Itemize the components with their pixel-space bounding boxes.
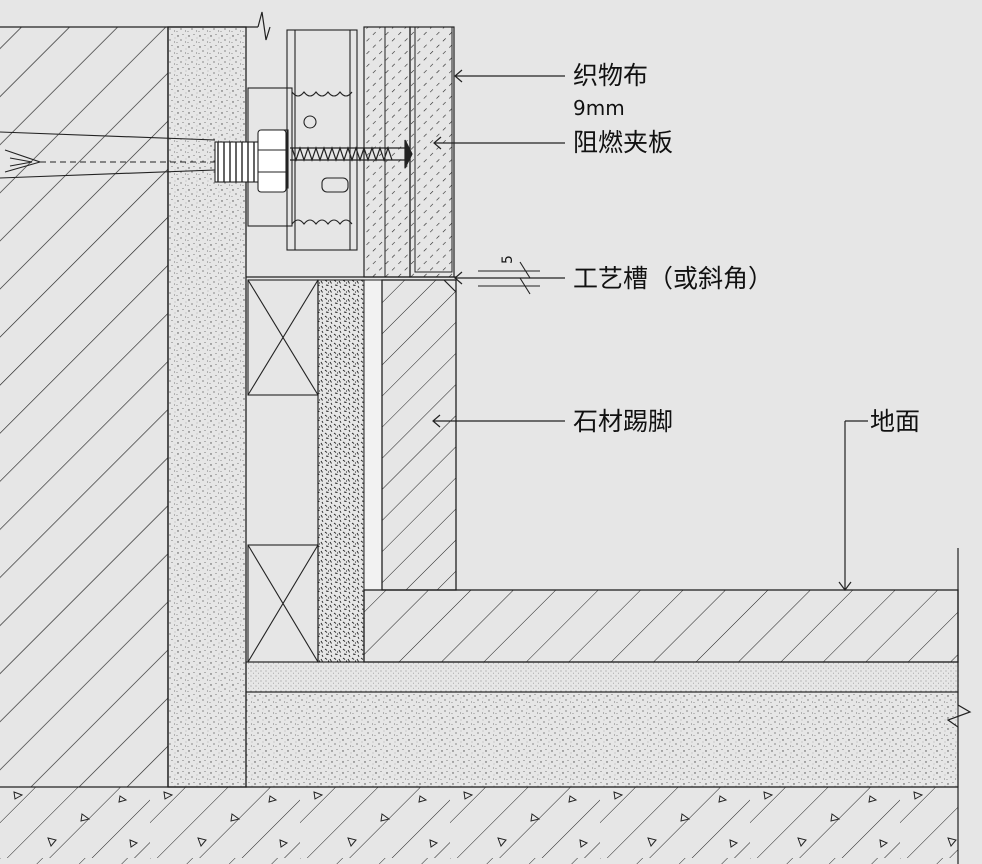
screed-layer (245, 661, 959, 693)
label-fabric: 织物布 (573, 61, 648, 90)
stone-skirting (381, 279, 457, 591)
groove-dimension (478, 261, 540, 295)
leader-lines (432, 69, 868, 591)
structural-slab (0, 787, 958, 864)
label-floor: 地面 (870, 407, 920, 436)
label-groove: 工艺槽（或斜角） (573, 264, 773, 293)
wood-block-lower (247, 544, 319, 663)
adhesive-mortar-layer (317, 279, 365, 663)
label-stone-skirting: 石材踢脚 (573, 407, 673, 436)
label-fire-board: 阻燃夹板 (573, 128, 673, 157)
plaster-layer (167, 26, 247, 788)
fire-retardant-plywood (363, 26, 411, 278)
leveling-layer (245, 691, 959, 788)
structural-wall (0, 27, 168, 787)
label-fabric-thickness: 9mm (573, 96, 625, 120)
fabric-panel (409, 26, 455, 278)
expansion-bolt (0, 129, 287, 193)
dimension-text: 5 (500, 255, 516, 264)
floor-finish-layer (363, 589, 959, 663)
wood-block-upper (247, 279, 319, 396)
